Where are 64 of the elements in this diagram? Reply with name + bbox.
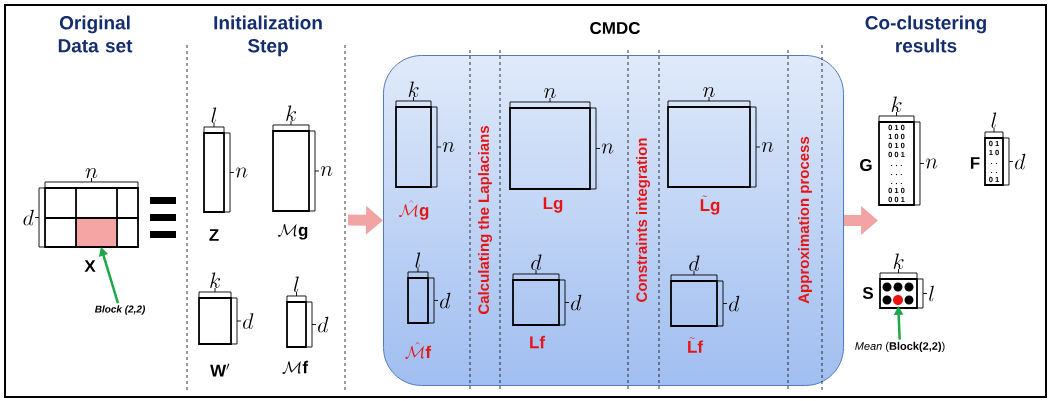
matrix-name: $\mathbf{X}$ — [84, 260, 96, 272]
dimension-label: $n$ — [925, 158, 938, 169]
matrix-name: $\hat{\mathcal{M}}\mathbf{f}$ — [405, 341, 432, 359]
dimension-label: $n$ — [544, 88, 556, 98]
matrix-box — [667, 106, 751, 188]
matrix-box — [272, 130, 310, 212]
section-heading: Co-clustering results — [865, 15, 986, 53]
dimension-label: $k$ — [286, 105, 297, 121]
matrix-name: $\mathbf{Lg}$ — [543, 197, 563, 213]
annotation-text: Block (2,2) — [94, 305, 145, 315]
section-heading: Initialization Step — [214, 15, 322, 57]
matrix-name: $\mathbf{F}$ — [970, 157, 980, 169]
dimension-label: $n$ — [703, 87, 715, 97]
matrix-box — [395, 106, 432, 188]
matrix-box — [512, 279, 560, 326]
dimension-label: $k$ — [210, 272, 221, 288]
matrix-name: $\mathbf{G}$ — [860, 158, 872, 171]
dimension-label: $l$ — [294, 276, 299, 292]
dimension-label: $n$ — [442, 142, 455, 152]
dimension-label: $l$ — [211, 107, 217, 123]
highlighted-block — [77, 219, 116, 246]
dimension-label: $d$ — [729, 295, 740, 312]
matrix-name: $\tilde{\mathbf{L}}\mathbf{g}$ — [700, 195, 720, 215]
annotation-text: Mean (Block(2,2)) — [855, 341, 945, 353]
matrix-name: $\tilde{\mathbf{L}}\mathbf{f}$ — [688, 337, 704, 353]
dimension-label: $l$ — [415, 252, 421, 268]
dimension-label: $d$ — [440, 292, 451, 309]
panel-title: CMDC — [590, 22, 641, 34]
dimension-label: $d$ — [243, 313, 254, 329]
matrix-box — [198, 297, 232, 345]
matrix-name: $\hat{\mathcal{M}}\mathbf{g}$ — [399, 200, 429, 220]
matrix-box — [509, 107, 591, 190]
dimension-label: $d$ — [571, 294, 582, 311]
matrix-box — [286, 301, 307, 348]
matrix-box — [407, 277, 429, 324]
matrix-name: $\mathcal{M}\mathbf{f}$ — [282, 360, 309, 374]
dimension-label: $n$ — [761, 142, 774, 152]
dimension-label: $k$ — [891, 96, 902, 112]
dimension-label: $l$ — [929, 285, 934, 302]
dimension-label: $n$ — [320, 166, 333, 176]
matrix-box — [203, 132, 225, 213]
matrix-box — [670, 280, 718, 327]
dimension-label: $k$ — [893, 253, 904, 269]
step-label: Calculating the Laplacians — [478, 126, 493, 314]
matrix-name: $\mathbf{Z}$ — [209, 229, 219, 241]
matrix-name: $\mathbf{S}$ — [862, 286, 873, 299]
matrix-name: $\mathbf{W}'$ — [210, 363, 230, 377]
step-label: Approximation process — [798, 136, 812, 304]
dimension-label: $d$ — [689, 255, 700, 271]
section-heading: Original Data set — [58, 15, 133, 53]
dimension-label: $d$ — [531, 254, 542, 270]
dimension-label: $n$ — [85, 168, 98, 178]
dimension-label: $n$ — [235, 167, 248, 178]
process-panel — [383, 55, 844, 386]
dimension-label: $d$ — [1015, 153, 1026, 170]
matrix-name: $\mathbf{Lf}$ — [530, 335, 546, 349]
dimension-label: $k$ — [408, 81, 419, 97]
matrix-name: $\mathcal{M}\mathbf{g}$ — [278, 224, 308, 240]
dimension-label: $d$ — [23, 209, 34, 226]
dimension-label: $l$ — [991, 112, 997, 128]
step-label: Constraints integration — [636, 138, 651, 302]
dimension-label: $d$ — [318, 316, 329, 333]
dimension-label: $n$ — [601, 143, 614, 154]
matrix-box — [44, 187, 139, 248]
